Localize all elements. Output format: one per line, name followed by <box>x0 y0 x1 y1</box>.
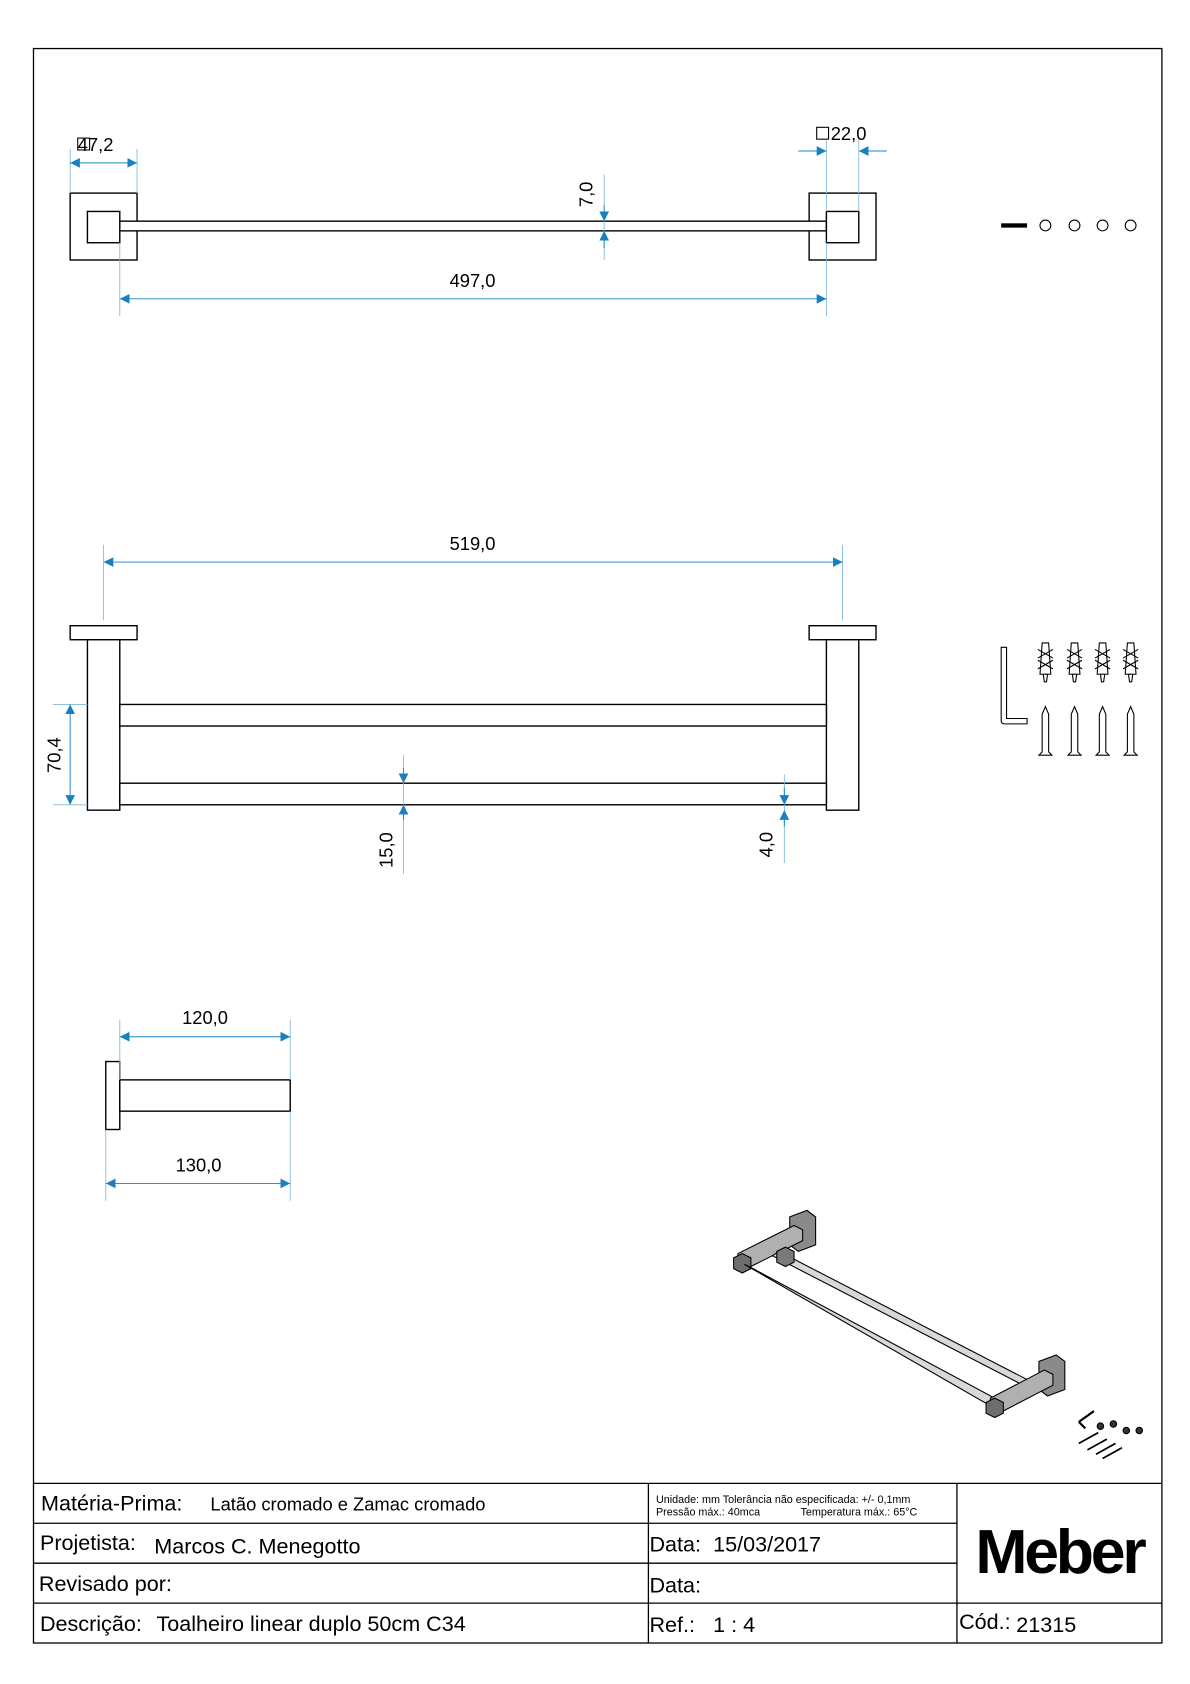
date-label: Data: <box>649 1531 701 1556</box>
ref-label: Ref.: <box>649 1612 695 1637</box>
code-label: Cód.: <box>959 1609 1011 1634</box>
date2-label: Data: <box>649 1572 701 1597</box>
notes-pressure: Pressão máx.: 40mca <box>656 1507 760 1519</box>
square-symbol-icon <box>77 137 91 151</box>
notes-line1: Unidade: mm Tolerância não especificada:… <box>656 1494 910 1506</box>
dim-depth: 130,0 <box>176 1155 222 1176</box>
dim-bar-height: 15,0 <box>376 832 397 868</box>
meber-logo: Meber <box>975 1517 1146 1587</box>
title-block <box>33 1482 1162 1644</box>
material-label: Matéria-Prima: <box>41 1490 182 1515</box>
front-view: 519,0 70,4 15,0 4,0 <box>43 533 877 874</box>
dim-overall-length: 519,0 <box>450 533 496 554</box>
description-label: Descrição: <box>40 1611 142 1636</box>
material-value: Latão cromado e Zamac cromado <box>210 1493 485 1514</box>
title-block-text: Matéria-Prima: Latão cromado e Zamac cro… <box>39 1490 1150 1637</box>
designer-value: Marcos C. Menegotto <box>154 1533 360 1558</box>
dim-plate-size: 47,2 <box>78 134 114 155</box>
designer-label: Projetista: <box>40 1530 136 1555</box>
dim-offset: 4,0 <box>755 832 776 857</box>
hardware-front <box>1000 642 1139 756</box>
isometric-view <box>733 1209 1144 1460</box>
dim-bar-spacing: 70,4 <box>43 737 64 773</box>
description-value: Toalheiro linear duplo 50cm C34 <box>156 1611 465 1636</box>
ref-value: 1 : 4 <box>713 1612 755 1637</box>
hardware-top <box>1001 219 1137 232</box>
dim-bar-thickness: 7,0 <box>575 182 596 207</box>
reviewed-label: Revisado por: <box>39 1571 172 1596</box>
code-value: 21315 <box>1016 1612 1076 1637</box>
drawing-border <box>32 47 1163 1644</box>
notes-temperature: Temperatura máx.: 65°C <box>801 1507 918 1519</box>
dim-bar-size: 22,0 <box>831 123 867 144</box>
dim-bar-length: 497,0 <box>450 270 496 291</box>
top-view: 47,2 22,0 7,0 497,0 <box>69 123 887 317</box>
dim-projection: 120,0 <box>182 1007 228 1028</box>
side-view: 120,0 130,0 <box>105 1007 291 1201</box>
date-value: 15/03/2017 <box>713 1531 821 1556</box>
square-symbol-icon <box>816 126 830 140</box>
